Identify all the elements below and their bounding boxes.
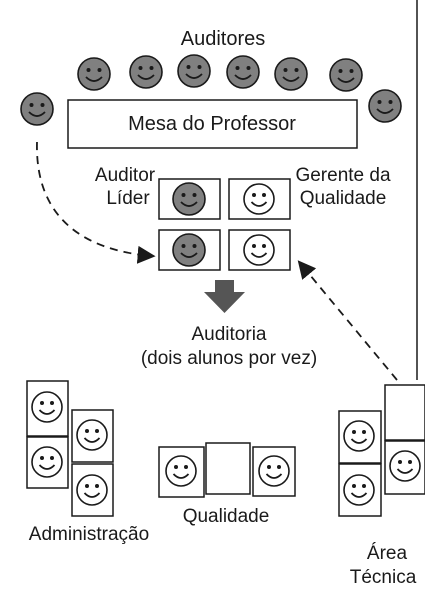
gerente-face: [243, 183, 275, 215]
auditor-face: [177, 54, 211, 88]
administracao-label: Administração: [29, 524, 149, 545]
auditor-lider-label: Líder: [106, 188, 150, 209]
student-face: [31, 446, 63, 478]
gerente-label: Qualidade: [300, 188, 387, 209]
auditor-face: [226, 55, 260, 89]
desk: [384, 384, 425, 441]
teacher-desk-label: Mesa do Professor: [128, 113, 296, 135]
area-tecnica-label: Área: [367, 543, 408, 564]
auditoria-label: Auditoria: [192, 324, 267, 345]
auditor-lider-label: Auditor: [95, 165, 156, 186]
auditor-face: [20, 92, 54, 126]
desk: [205, 442, 251, 495]
auditor-lider-face: [172, 182, 206, 216]
down-arrow-icon: [204, 280, 245, 313]
student-face: [389, 450, 421, 482]
student-face: [258, 455, 290, 487]
qualidade-label: Qualidade: [183, 506, 270, 527]
dashed-arrow-right: [297, 260, 398, 381]
student-face: [76, 419, 108, 451]
auditor-face: [274, 57, 308, 91]
gerente-label: Gerente da: [295, 165, 390, 186]
auditores-label: Auditores: [181, 28, 266, 50]
student-face: [76, 474, 108, 506]
auditoria-sub-label: (dois alunos por vez): [141, 348, 317, 369]
teacher-desk: [67, 99, 358, 149]
student-face: [31, 391, 63, 423]
student-face: [243, 234, 275, 266]
auditor-face: [329, 58, 363, 92]
auditor-face: [77, 57, 111, 91]
student-face: [165, 455, 197, 487]
auditor-face: [172, 233, 206, 267]
student-face: [343, 474, 375, 506]
auditor-face: [129, 55, 163, 89]
auditor-face: [368, 89, 402, 123]
dashed-arrow-left: [36, 141, 156, 264]
area-tecnica-label: Técnica: [350, 567, 417, 588]
student-face: [343, 420, 375, 452]
